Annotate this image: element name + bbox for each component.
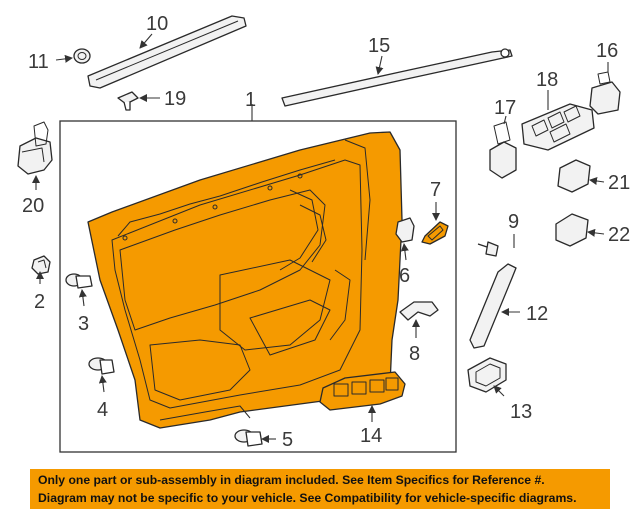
callout-18: 18 — [536, 69, 558, 91]
leader-21 — [589, 177, 605, 185]
leader-4 — [98, 375, 107, 393]
strip-8[interactable] — [399, 301, 439, 321]
callout-17: 17 — [494, 97, 516, 119]
leader-6 — [400, 243, 409, 261]
callout-16: 16 — [596, 40, 618, 62]
leader-13 — [493, 385, 505, 397]
clip-4[interactable] — [88, 357, 115, 375]
callout-5: 5 — [282, 429, 293, 451]
switch-bezel[interactable] — [319, 371, 406, 411]
switch-21[interactable] — [557, 159, 591, 193]
clip-3[interactable] — [65, 273, 93, 289]
callout-15: 15 — [368, 35, 390, 57]
switch-17[interactable] — [489, 121, 517, 179]
callout-6: 6 — [399, 265, 410, 287]
disclaimer-line-1: Only one part or sub-assembly in diagram… — [38, 473, 545, 487]
bracket-6[interactable] — [395, 217, 415, 243]
push-pin-19[interactable] — [117, 91, 139, 111]
disclaimer-banner: Only one part or sub-assembly in diagram… — [30, 469, 610, 509]
leader-22 — [587, 228, 605, 237]
callout-12: 12 — [526, 303, 548, 325]
bracket-20[interactable] — [17, 121, 53, 175]
callout-10: 10 — [146, 13, 168, 35]
leader-11 — [55, 54, 73, 63]
switch-16[interactable] — [589, 71, 621, 115]
callout-14: 14 — [360, 425, 382, 447]
leader-17 — [503, 115, 507, 125]
leader-3 — [78, 289, 87, 307]
callout-19: 19 — [164, 88, 186, 110]
screw-9[interactable] — [477, 241, 499, 257]
clip-11[interactable] — [73, 48, 91, 64]
weatherstrip[interactable] — [281, 49, 513, 107]
handle-bezel[interactable] — [421, 221, 449, 245]
callout-21: 21 — [608, 172, 630, 194]
callout-3: 3 — [78, 313, 89, 335]
callout-8: 8 — [409, 343, 420, 365]
lamp-13[interactable] — [467, 357, 507, 393]
door-trim-panel[interactable] — [87, 131, 403, 429]
retainer-2[interactable] — [31, 255, 51, 275]
callout-20: 20 — [22, 195, 44, 217]
callout-2: 2 — [34, 291, 45, 313]
leader-10 — [139, 33, 153, 49]
callout-22: 22 — [608, 224, 630, 246]
trim-strip-12[interactable] — [469, 263, 517, 349]
callout-11: 11 — [28, 51, 49, 73]
disclaimer-line-2: Diagram may not be specific to your vehi… — [38, 491, 577, 505]
part-1-frame — [59, 120, 457, 453]
switch-22[interactable] — [555, 213, 589, 247]
callout-1: 1 — [245, 89, 256, 111]
leader-15 — [375, 55, 384, 75]
clip-5[interactable] — [234, 429, 263, 447]
callout-13: 13 — [510, 401, 532, 423]
callout-4: 4 — [97, 399, 108, 421]
callout-9: 9 — [508, 211, 519, 233]
switch-cluster-18[interactable] — [521, 103, 595, 151]
callout-7: 7 — [430, 179, 441, 201]
